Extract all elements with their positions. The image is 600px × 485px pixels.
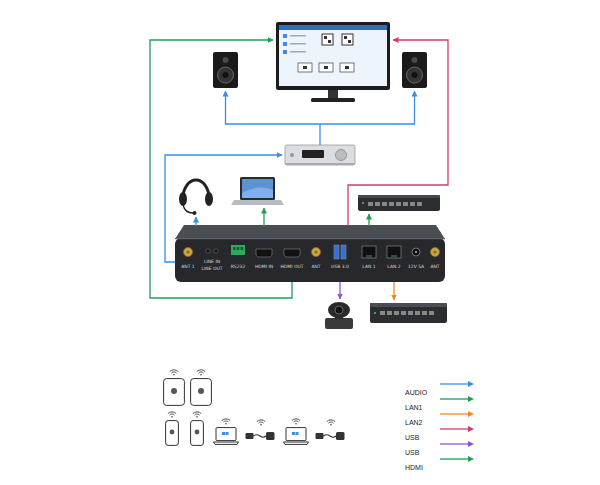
monitor bbox=[276, 22, 390, 102]
legend-label: USB bbox=[405, 434, 419, 442]
usb-wire bbox=[339, 282, 340, 299]
legend-entry: HDMI bbox=[405, 455, 474, 465]
legend-label: HDMI bbox=[405, 464, 423, 472]
legend-entry: USB bbox=[405, 425, 474, 435]
port-label: ANT bbox=[430, 264, 439, 269]
legend-entry: LAN1 bbox=[405, 395, 474, 405]
client-icons bbox=[164, 370, 345, 446]
legend-arrow bbox=[440, 425, 474, 433]
network-switch bbox=[370, 303, 447, 323]
port-label: ANT 1 bbox=[181, 264, 195, 269]
port-label: ANT bbox=[311, 264, 320, 269]
legend-arrow bbox=[440, 440, 474, 448]
port-label: LAN 1 bbox=[362, 264, 375, 269]
port-label: LINE OUT bbox=[201, 266, 222, 271]
port-label: LINE IN bbox=[204, 259, 220, 264]
legend-entry: LAN2 bbox=[405, 410, 474, 420]
legend-label: AUDIO bbox=[405, 389, 427, 397]
lan1-wire bbox=[368, 214, 369, 226]
legend-label: USB bbox=[405, 449, 419, 457]
device-body bbox=[175, 225, 445, 282]
port-label: RS232 bbox=[231, 264, 246, 269]
legend-arrow bbox=[440, 395, 474, 403]
legend-entry: AUDIO bbox=[405, 380, 474, 390]
audio-wire bbox=[165, 155, 282, 262]
legend-arrow bbox=[440, 410, 474, 418]
legend-arrow bbox=[440, 380, 474, 388]
usb-wire bbox=[348, 40, 448, 226]
signal-wires bbox=[150, 40, 448, 300]
legend-label: LAN2 bbox=[405, 419, 423, 427]
port-label: USB 3.0 bbox=[331, 264, 349, 269]
network-switch bbox=[358, 195, 440, 211]
audio-wire bbox=[320, 91, 415, 124]
hdmi-wire bbox=[263, 208, 264, 226]
legend-label: LAN1 bbox=[405, 404, 423, 412]
headset bbox=[179, 180, 213, 215]
lan2-wire bbox=[393, 282, 394, 300]
speaker bbox=[213, 52, 238, 88]
port-label: LAN 2 bbox=[387, 264, 400, 269]
port-label: 12V 5A bbox=[408, 264, 424, 269]
port-label: HDMI IN bbox=[255, 264, 273, 269]
port-label: HDMI OUT bbox=[280, 264, 303, 269]
audio-wire bbox=[195, 217, 196, 226]
legend-entry: USB bbox=[405, 440, 474, 450]
amplifier bbox=[285, 145, 355, 165]
hdmi-wire bbox=[150, 40, 292, 298]
laptop bbox=[231, 177, 284, 205]
legend-arrow bbox=[440, 455, 474, 463]
speaker bbox=[402, 52, 427, 88]
device-panel: ANT 1 LINE IN LINE OUT RS232 HDMI IN HDMI OUT… bbox=[175, 225, 445, 282]
audio-wire bbox=[226, 91, 321, 145]
ptz-camera bbox=[325, 302, 353, 329]
